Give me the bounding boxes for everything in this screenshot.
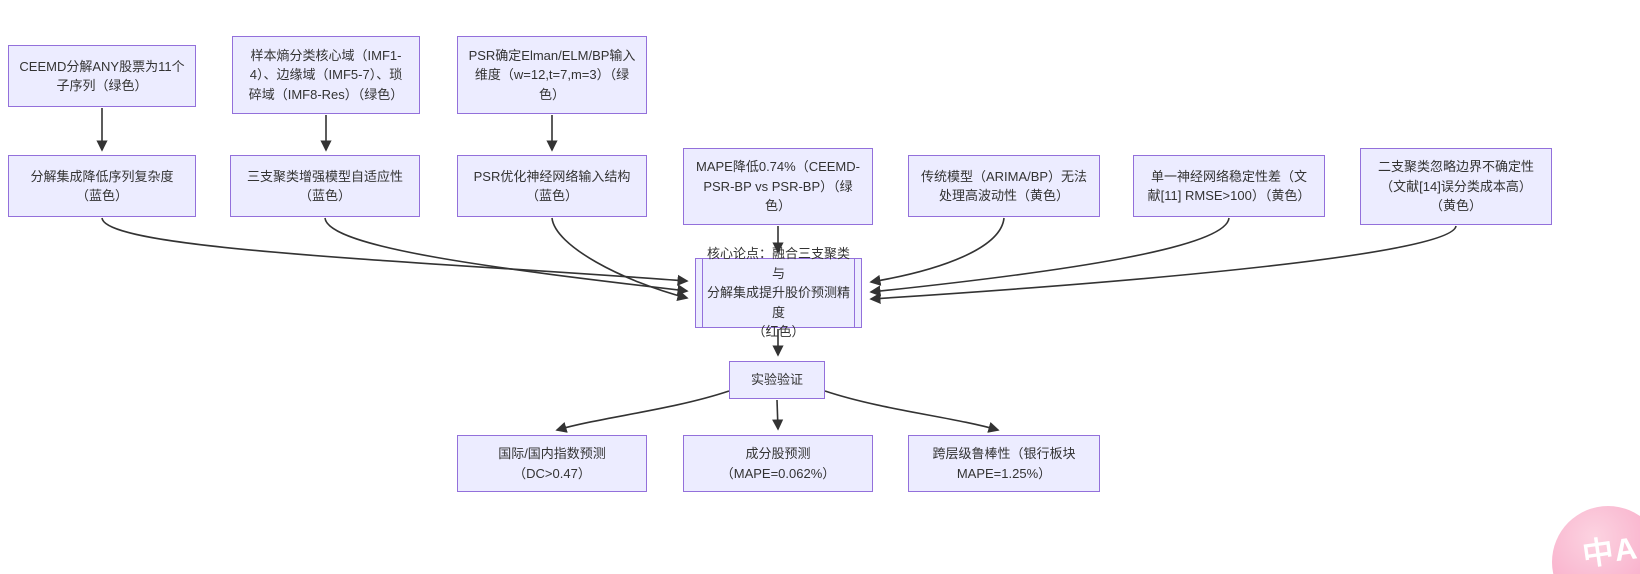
edge-singlenn-core	[869, 217, 1230, 297]
node-ceemd: CEEMD分解ANY股票为11个 子序列（绿色）	[8, 45, 196, 107]
node-experiment-validation-label: 实验验证	[750, 372, 803, 388]
node-traditional-models-label: 传统模型（ARIMA/BP）无法 处理高波动性（黄色）	[920, 168, 1088, 204]
edge-traditional-core	[869, 217, 1005, 286]
node-sample-entropy-label: 样本熵分类核心域（IMF1- 4）、边缘域（IMF5-7）、琐 碎域（IMF8-…	[248, 47, 404, 102]
node-ceemd-label: CEEMD分解ANY股票为11个 子序列（绿色）	[19, 58, 185, 94]
edge-twoway-core	[869, 225, 1457, 304]
node-three-way-clustering: 三支聚类增强模型自适应性 （蓝色）	[230, 155, 420, 217]
translate-badge-icon: 中A	[1580, 530, 1640, 573]
node-three-way-clustering-label: 三支聚类增强模型自适应性 （蓝色）	[246, 168, 403, 204]
node-single-nn: 单一神经网络稳定性差（文 献[11] RMSE>100）（黄色）	[1133, 155, 1325, 217]
translate-badge[interactable]: 中A	[1552, 506, 1640, 574]
node-mape-improvement-label: MAPE降低0.74%（CEEMD- PSR-BP vs PSR-BP）（绿 色…	[696, 159, 860, 214]
node-index-prediction: 国际/国内指数预测 （DC>0.47）	[457, 435, 647, 492]
node-decomposition: 分解集成降低序列复杂度 （蓝色）	[8, 155, 196, 217]
node-psr-dimension: PSR确定Elman/ELM/BP输入 维度（w=12,t=7,m=3）（绿 色…	[457, 36, 647, 114]
edge-experiment-index	[555, 390, 730, 433]
node-index-prediction-label: 国际/国内指数预测 （DC>0.47）	[498, 446, 606, 481]
edge-decomp-core	[101, 217, 689, 286]
edge-experiment-robust	[824, 390, 1000, 433]
node-mape-improvement: MAPE降低0.74%（CEEMD- PSR-BP vs PSR-BP）（绿 色…	[683, 148, 873, 225]
node-cross-level-robustness-label: 跨层级鲁棒性（银行板块 MAPE=1.25%）	[932, 446, 1076, 481]
node-single-nn-label: 单一神经网络稳定性差（文 献[11] RMSE>100）（黄色）	[1147, 168, 1311, 204]
node-psr-optimization: PSR优化神经网络输入结构 （蓝色）	[457, 155, 647, 217]
node-two-way-clustering: 二支聚类忽略边界不确定性 （文献[14]误分类成本高） （黄色）	[1360, 148, 1552, 225]
edge-experiment-component	[772, 399, 784, 431]
node-core-thesis: 核心论点：融合三支聚类与 分解集成提升股价预测精度 （红色）	[695, 246, 862, 339]
edge-psropt-core	[551, 217, 689, 302]
node-experiment-validation: 实验验证	[729, 361, 825, 399]
node-component-stock-prediction: 成分股预测 （MAPE=0.062%）	[683, 435, 873, 492]
node-psr-dimension-label: PSR确定Elman/ELM/BP输入 维度（w=12,t=7,m=3）（绿 色…	[468, 47, 636, 102]
node-sample-entropy: 样本熵分类核心域（IMF1- 4）、边缘域（IMF5-7）、琐 碎域（IMF8-…	[232, 36, 420, 114]
node-cross-level-robustness: 跨层级鲁棒性（银行板块 MAPE=1.25%）	[908, 435, 1100, 492]
node-core-thesis-label: 核心论点：融合三支聚类与 分解集成提升股价预测精度 （红色）	[706, 246, 850, 340]
node-traditional-models: 传统模型（ARIMA/BP）无法 处理高波动性（黄色）	[908, 155, 1100, 217]
node-psr-optimization-label: PSR优化神经网络输入结构 （蓝色）	[473, 168, 631, 204]
node-component-stock-prediction-label: 成分股预测 （MAPE=0.062%）	[720, 446, 836, 481]
node-decomposition-label: 分解集成降低序列复杂度 （蓝色）	[30, 168, 174, 204]
edge-threeway-core	[324, 217, 689, 296]
node-two-way-clustering-label: 二支聚类忽略边界不确定性 （文献[14]误分类成本高） （黄色）	[1377, 159, 1534, 214]
